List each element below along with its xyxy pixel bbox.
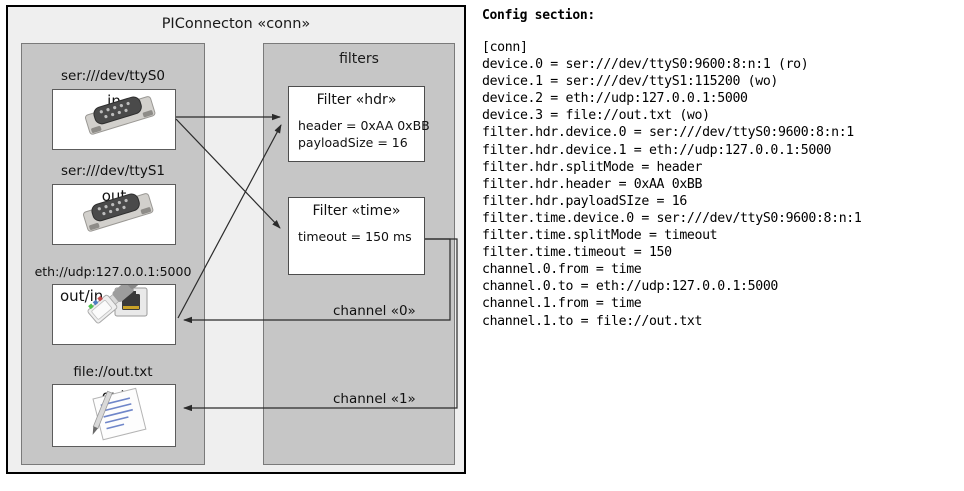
- channel-label-0: channel «0»: [333, 303, 416, 319]
- filter-card-hdr[interactable]: Filter «hdr» header = 0xAA 0xBB payloadS…: [288, 86, 430, 162]
- device-card-file[interactable]: out: [52, 384, 176, 447]
- connector-diagram-frame: PIConnecton «conn» ser:///dev/ttyS0 in: [6, 5, 466, 474]
- diagram-title: PIConnecton «conn»: [161, 16, 311, 32]
- device-card-eth[interactable]: out/in: [52, 284, 176, 345]
- device-label-ttys1: ser:///dev/ttyS1: [61, 163, 165, 179]
- filter-attrs-hdr: header = 0xAA 0xBB payloadSize = 16: [298, 117, 430, 151]
- config-body: [conn] device.0 = ser:///dev/ttyS0:9600:…: [482, 40, 862, 329]
- config-section: Config section: [conn] device.0 = ser://…: [482, 8, 958, 330]
- ethernet-jack-icon: [53, 285, 175, 344]
- filter-attr: header = 0xAA 0xBB: [298, 118, 430, 133]
- filter-title-time: Filter «time»: [312, 203, 401, 219]
- device-label-file: file://out.txt: [73, 364, 153, 380]
- filter-title-hdr: Filter «hdr»: [316, 92, 397, 108]
- filter-attrs-time: timeout = 150 ms: [298, 228, 412, 245]
- filter-attr: timeout = 150 ms: [298, 229, 412, 244]
- serial-port-icon: [53, 90, 175, 149]
- serial-port-icon: [53, 185, 175, 244]
- devices-panel: ser:///dev/ttyS0 in: [21, 43, 205, 465]
- channel-label-1: channel «1»: [333, 391, 416, 407]
- device-label-ttys0: ser:///dev/ttyS0: [61, 68, 165, 84]
- filter-attr: payloadSize = 16: [298, 135, 408, 150]
- config-heading: Config section:: [482, 8, 595, 23]
- device-direction-eth: out/in: [60, 287, 104, 305]
- device-card-ttys0[interactable]: in: [52, 89, 176, 150]
- text-document-icon: [53, 385, 175, 446]
- device-card-ttys1[interactable]: out: [52, 184, 176, 245]
- filters-panel-title: filters: [339, 51, 379, 67]
- filter-card-time[interactable]: Filter «time» timeout = 150 ms: [288, 197, 425, 275]
- filters-panel: filters Filter «hdr» header = 0xAA 0xBB …: [263, 43, 455, 465]
- device-label-eth: eth://udp:127.0.0.1:5000: [34, 264, 192, 279]
